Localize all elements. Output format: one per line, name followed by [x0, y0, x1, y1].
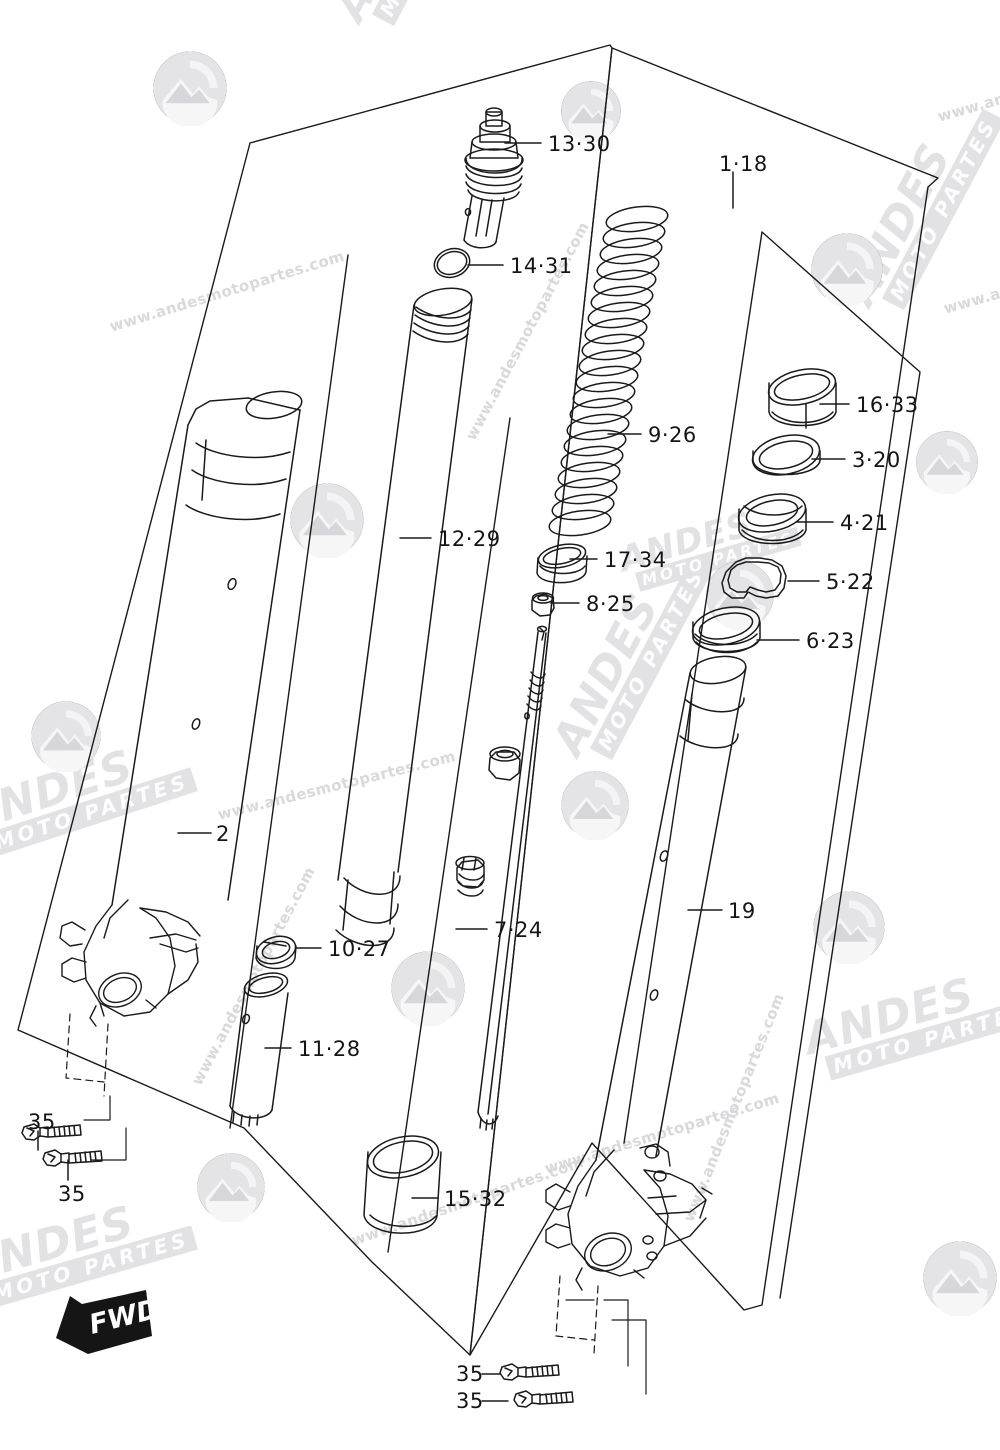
mountain-circle-logo-watermark	[560, 770, 630, 844]
part-3-20-dust-seal	[751, 434, 821, 476]
part-9-26-fork-spring	[548, 205, 669, 537]
mountain-circle-logo-watermark	[390, 950, 466, 1030]
callout-bracket-left	[83, 1095, 127, 1161]
part-label-1-18: 1·18	[719, 152, 768, 176]
part-label-9-26: 9·26	[648, 423, 697, 447]
group-boundary-middle	[469, 47, 939, 1356]
part-11-28-cylinder	[229, 972, 289, 1127]
callout-dashed-right	[555, 1275, 599, 1355]
part-label-13-30: 13·30	[548, 132, 611, 156]
part-label-11-28: 11·28	[298, 1037, 361, 1061]
part-label-8-25: 8·25	[586, 592, 635, 616]
mountain-circle-logo-watermark	[810, 232, 884, 310]
mountain-circle-logo-watermark	[152, 50, 228, 130]
part-16-33-spacer-ring	[767, 368, 837, 429]
part-label-5-22: 5·22	[826, 570, 875, 594]
part-8-25-lock-nut	[531, 592, 555, 617]
callout-bracket-right	[565, 1299, 647, 1395]
part-4-21-oil-seal	[737, 493, 807, 545]
group-boundary-inner-right	[623, 231, 921, 1299]
part-15-32-sleeve	[363, 1135, 442, 1234]
mountain-circle-logo-watermark	[915, 430, 979, 498]
part-label-16-33: 16·33	[856, 393, 919, 417]
bolt-35-upper-right	[499, 1363, 560, 1381]
part-14-31-o-ring	[433, 247, 471, 279]
part-label-35-lower-right: 35	[456, 1389, 484, 1413]
part-label-15-32: 15·32	[444, 1187, 507, 1211]
part-label-12-29: 12·29	[438, 527, 501, 551]
label-leader-lines	[37, 142, 850, 1402]
part-label-2: 2	[216, 822, 230, 846]
mountain-circle-logo-watermark	[922, 1240, 998, 1320]
callout-dashed-left	[65, 1013, 109, 1097]
part-label-10-27: 10·27	[328, 937, 391, 961]
mountain-circle-logo-watermark	[196, 1152, 266, 1226]
group-boundary-inner-left	[229, 254, 349, 1129]
part-12-29-inner-tube	[335, 287, 473, 947]
fwd-direction-marker: FWD	[48, 1282, 162, 1368]
part-1-18-lower-clamp-casting	[545, 1143, 713, 1291]
part-label-19: 19	[728, 899, 756, 923]
part-17-34-spring-seat	[536, 543, 588, 584]
mountain-circle-logo-watermark	[289, 482, 365, 562]
part-label-3-20: 3·20	[852, 448, 901, 472]
part-2-fork-tube	[111, 390, 303, 906]
part-label-35-upper-left: 35	[28, 1110, 56, 1134]
part-10-27-oil-lock-ring	[255, 935, 297, 970]
part-label-35-lower-left: 35	[58, 1182, 86, 1206]
part-5-22-stopper-ring	[721, 557, 787, 599]
part-6-23-slide-bushing	[691, 606, 761, 654]
part-13-30-fork-cap	[463, 107, 524, 249]
part-19-right-outer-tube	[595, 655, 747, 1161]
part-label-4-21: 4·21	[840, 511, 889, 535]
part-label-17-34: 17·34	[604, 548, 667, 572]
bolt-35-lower-right	[513, 1390, 574, 1408]
mountain-circle-logo-watermark	[812, 890, 886, 968]
mountain-circle-logo-watermark	[560, 80, 622, 146]
part-2-lower-clamp-casting	[59, 899, 201, 1027]
bolt-35-lower-left	[42, 1149, 103, 1167]
part-label-6-23: 6·23	[806, 629, 855, 653]
part-label-35-upper-right: 35	[456, 1362, 484, 1386]
bolt-35-upper-left	[21, 1123, 82, 1141]
part-label-14-31: 14·31	[510, 254, 573, 278]
group-boundary-inner-mid	[387, 417, 511, 1253]
part-label-7-24: 7·24	[494, 918, 543, 942]
mountain-circle-logo-watermark	[30, 700, 102, 776]
group-boundary-left	[17, 44, 613, 1356]
part-7-24-damper-rod	[455, 625, 548, 1131]
